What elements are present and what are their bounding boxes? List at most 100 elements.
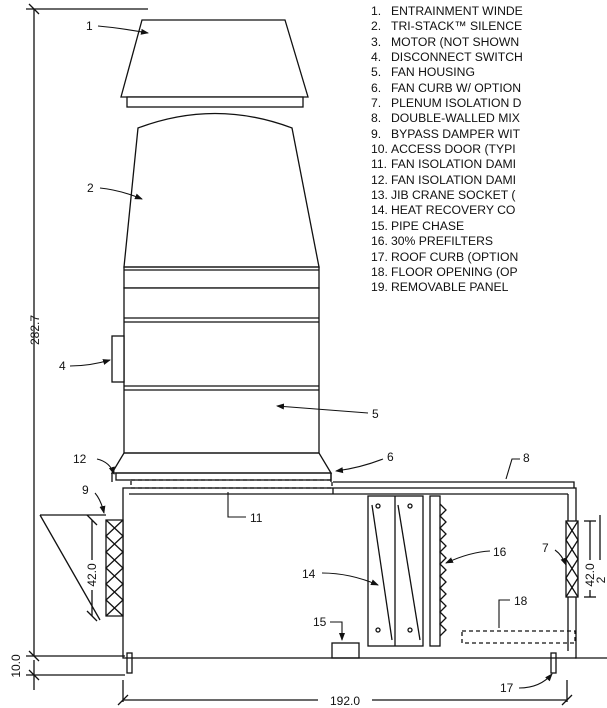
leader-9 bbox=[94, 492, 106, 514]
legend-item-text: TRI-STACK™ SILENCE bbox=[391, 19, 523, 34]
leader-4 bbox=[69, 359, 111, 367]
legend-item-text: 30% PREFILTERS bbox=[391, 234, 494, 249]
leader-5 bbox=[276, 403, 369, 414]
entrainment-windband bbox=[120, 19, 309, 98]
callout-17: 17 bbox=[500, 681, 514, 695]
legend-item: 5. FAN HOUSING bbox=[371, 65, 607, 80]
callout-18: 18 bbox=[514, 594, 528, 608]
tri-stack-silencer bbox=[123, 112, 320, 268]
legend-item-number: 16. bbox=[371, 234, 388, 249]
legend-item: 8. DOUBLE-WALLED MIX bbox=[371, 111, 607, 126]
callout-14: 14 bbox=[302, 567, 316, 581]
legend-item-number: 13. bbox=[371, 188, 388, 203]
fan-housing bbox=[123, 287, 320, 454]
callout-8: 8 bbox=[523, 451, 530, 465]
legend-item: 11.FAN ISOLATION DAMI bbox=[371, 157, 607, 172]
legend-item-text: PLENUM ISOLATION D bbox=[391, 96, 522, 111]
leader-12 bbox=[96, 458, 115, 475]
prefilters bbox=[429, 495, 441, 647]
legend-item-text: ROOF CURB (OPTION bbox=[391, 249, 519, 264]
legend-item-text: JIB CRANE SOCKET ( bbox=[391, 188, 516, 203]
leader-17 bbox=[518, 673, 553, 689]
legend-item: 1. ENTRAINMENT WINDE bbox=[371, 4, 607, 19]
leader-14 bbox=[321, 572, 379, 586]
callout-16: 16 bbox=[493, 545, 507, 559]
leader-2 bbox=[99, 187, 143, 200]
leader-18 bbox=[498, 599, 510, 628]
legend-item-text: DOUBLE-WALLED MIX bbox=[391, 111, 520, 126]
leader-8 bbox=[505, 458, 520, 480]
legend-item-number: 15. bbox=[371, 218, 388, 233]
fan-housing-base bbox=[110, 452, 333, 474]
legend-item-number: 2. bbox=[371, 19, 382, 34]
roof-curb-right bbox=[550, 652, 557, 674]
legend-item-number: 5. bbox=[371, 65, 382, 80]
legend-item: 16.30% PREFILTERS bbox=[371, 234, 607, 249]
legend-item-number: 10. bbox=[371, 142, 388, 157]
leader-1 bbox=[97, 25, 149, 35]
fan-isolation-damper bbox=[130, 479, 333, 489]
legend-item-text: FAN HOUSING bbox=[391, 65, 475, 80]
windband-collar bbox=[126, 96, 304, 108]
dim-right-partial: 2 bbox=[594, 576, 607, 583]
legend-item-number: 8. bbox=[371, 111, 382, 126]
legend-item: 6. FAN CURB W/ OPTION bbox=[371, 81, 607, 96]
legend-item: 13.JIB CRANE SOCKET ( bbox=[371, 188, 607, 203]
legend-item-text: PIPE CHASE bbox=[391, 218, 465, 233]
legend-item-number: 6. bbox=[371, 80, 382, 95]
legend-item-number: 17. bbox=[371, 249, 388, 264]
fan-curb bbox=[115, 472, 332, 481]
mixing-box bbox=[122, 487, 577, 659]
legend-item-number: 19. bbox=[371, 280, 388, 295]
callout-9: 9 bbox=[82, 483, 89, 497]
legend-item: 4. DISCONNECT SWITCH bbox=[371, 50, 607, 65]
legend-item-number: 14. bbox=[371, 203, 388, 218]
dim-base-height: 10.0 bbox=[9, 654, 23, 678]
leader-16 bbox=[445, 550, 491, 564]
legend-item-number: 12. bbox=[371, 172, 388, 187]
legend-item-text: FAN ISOLATION DAMI bbox=[391, 172, 517, 187]
legend-item-number: 4. bbox=[371, 50, 382, 65]
legend-item-text: FAN CURB W/ OPTION bbox=[391, 80, 522, 95]
legend-item-number: 3. bbox=[371, 34, 382, 49]
callout-15: 15 bbox=[313, 615, 327, 629]
legend-item: 2. TRI-STACK™ SILENCE bbox=[371, 19, 607, 34]
legend-item-text: ENTRAINMENT WINDE bbox=[391, 4, 523, 18]
legend-item-number: 7. bbox=[371, 96, 382, 111]
legend-item-number: 18. bbox=[371, 264, 388, 279]
callout-1: 1 bbox=[86, 19, 93, 33]
callout-11: 11 bbox=[250, 511, 263, 525]
legend-item: 9.BYPASS DAMPER WIT bbox=[371, 127, 607, 142]
legend-item-text: HEAT RECOVERY CO bbox=[391, 203, 516, 218]
leader-7 bbox=[554, 549, 567, 566]
component-legend: 1. ENTRAINMENT WINDE 2. TRI-STACK™ SILENCE 3… bbox=[371, 4, 607, 296]
legend-item: 17.ROOF CURB (OPTION bbox=[371, 250, 607, 265]
legend-item-text: ACCESS DOOR (TYPI bbox=[391, 142, 516, 157]
pipe-chase bbox=[331, 642, 360, 659]
dim-length: 192.0 bbox=[330, 694, 360, 708]
floor-opening bbox=[461, 630, 576, 644]
leader-15 bbox=[330, 621, 345, 641]
leader-6 bbox=[335, 458, 384, 474]
callout-5: 5 bbox=[372, 407, 379, 421]
legend-item: 10.ACCESS DOOR (TYPI bbox=[371, 142, 607, 157]
legend-item-text: FLOOR OPENING (OP bbox=[391, 264, 518, 279]
legend-item: 19.REMOVABLE PANEL bbox=[371, 280, 607, 295]
legend-item-text: MOTOR (NOT SHOWN bbox=[391, 34, 520, 49]
legend-item: 12.FAN ISOLATION DAMI bbox=[371, 173, 607, 188]
legend-item: 18.FLOOR OPENING (OP bbox=[371, 265, 607, 280]
callout-2: 2 bbox=[87, 181, 94, 195]
legend-item-number: 11. bbox=[371, 157, 388, 172]
legend-item-text: REMOVABLE PANEL bbox=[391, 280, 509, 295]
legend-item-number: 1. bbox=[371, 4, 382, 18]
legend-item: 15.PIPE CHASE bbox=[371, 219, 607, 234]
legend-item-number: 9. bbox=[371, 126, 382, 141]
callout-6: 6 bbox=[387, 450, 394, 464]
callout-7: 7 bbox=[542, 541, 549, 555]
legend-item: 14.HEAT RECOVERY CO bbox=[371, 203, 607, 218]
legend-item-text: DISCONNECT SWITCH bbox=[391, 50, 523, 65]
roof-curb-left bbox=[126, 652, 133, 674]
leader-11 bbox=[227, 492, 246, 518]
legend-item: 7. PLENUM ISOLATION D bbox=[371, 96, 607, 111]
